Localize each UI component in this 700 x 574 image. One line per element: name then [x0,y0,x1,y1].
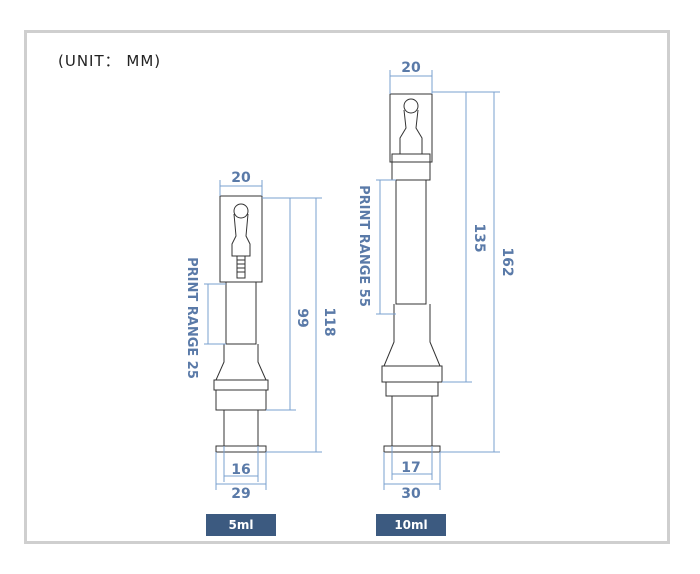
collar-10ml [381,365,443,383]
dim-lines-10ml [376,70,500,490]
badge-10ml: 10ml [376,514,446,536]
dim-lines-5ml [204,180,322,490]
print-range-5ml: PRINT RANGE 25 [184,257,199,379]
nozzle-tip-5ml [233,203,249,219]
cap-outline-10ml [389,93,433,163]
dim-neck-width-10ml: 17 [401,460,420,476]
flare-5ml [215,344,267,381]
bottle-5ml [213,195,269,453]
collar-5ml [213,379,269,391]
base-ring-5ml [215,389,267,411]
base-foot-5ml [215,445,267,453]
base-10ml [391,395,433,447]
unit-label: (UNIT： MM) [58,52,162,70]
cap-outline-5ml [219,195,263,283]
base-ring-10ml [385,381,439,397]
base-foot-10ml [383,445,441,453]
nozzle-body-5ml [231,213,251,257]
dim-inner-height-5ml: 99 [294,308,310,327]
nozzle-tip-10ml [403,98,419,114]
bottle-10ml [381,93,443,453]
dim-base-width-5ml: 29 [231,486,250,502]
flare-10ml [383,304,441,367]
base-5ml [223,409,259,447]
nozzle-body-10ml [399,109,423,155]
outer-border [24,30,670,544]
body-10ml [395,179,427,305]
print-range-10ml: PRINT RANGE 55 [356,185,371,307]
body-5ml [225,281,257,345]
dim-top-width-10ml: 20 [401,60,421,76]
dim-total-height-5ml: 118 [321,307,337,336]
badge-5ml: 5ml [206,514,276,536]
screw-5ml [236,255,246,279]
dim-top-width-5ml: 20 [231,170,251,186]
dim-total-height-10ml: 162 [499,247,515,276]
dim-neck-width-5ml: 16 [231,462,250,478]
dim-inner-height-10ml: 135 [471,223,487,252]
neck-10ml [391,153,431,181]
dim-base-width-10ml: 30 [401,486,421,502]
